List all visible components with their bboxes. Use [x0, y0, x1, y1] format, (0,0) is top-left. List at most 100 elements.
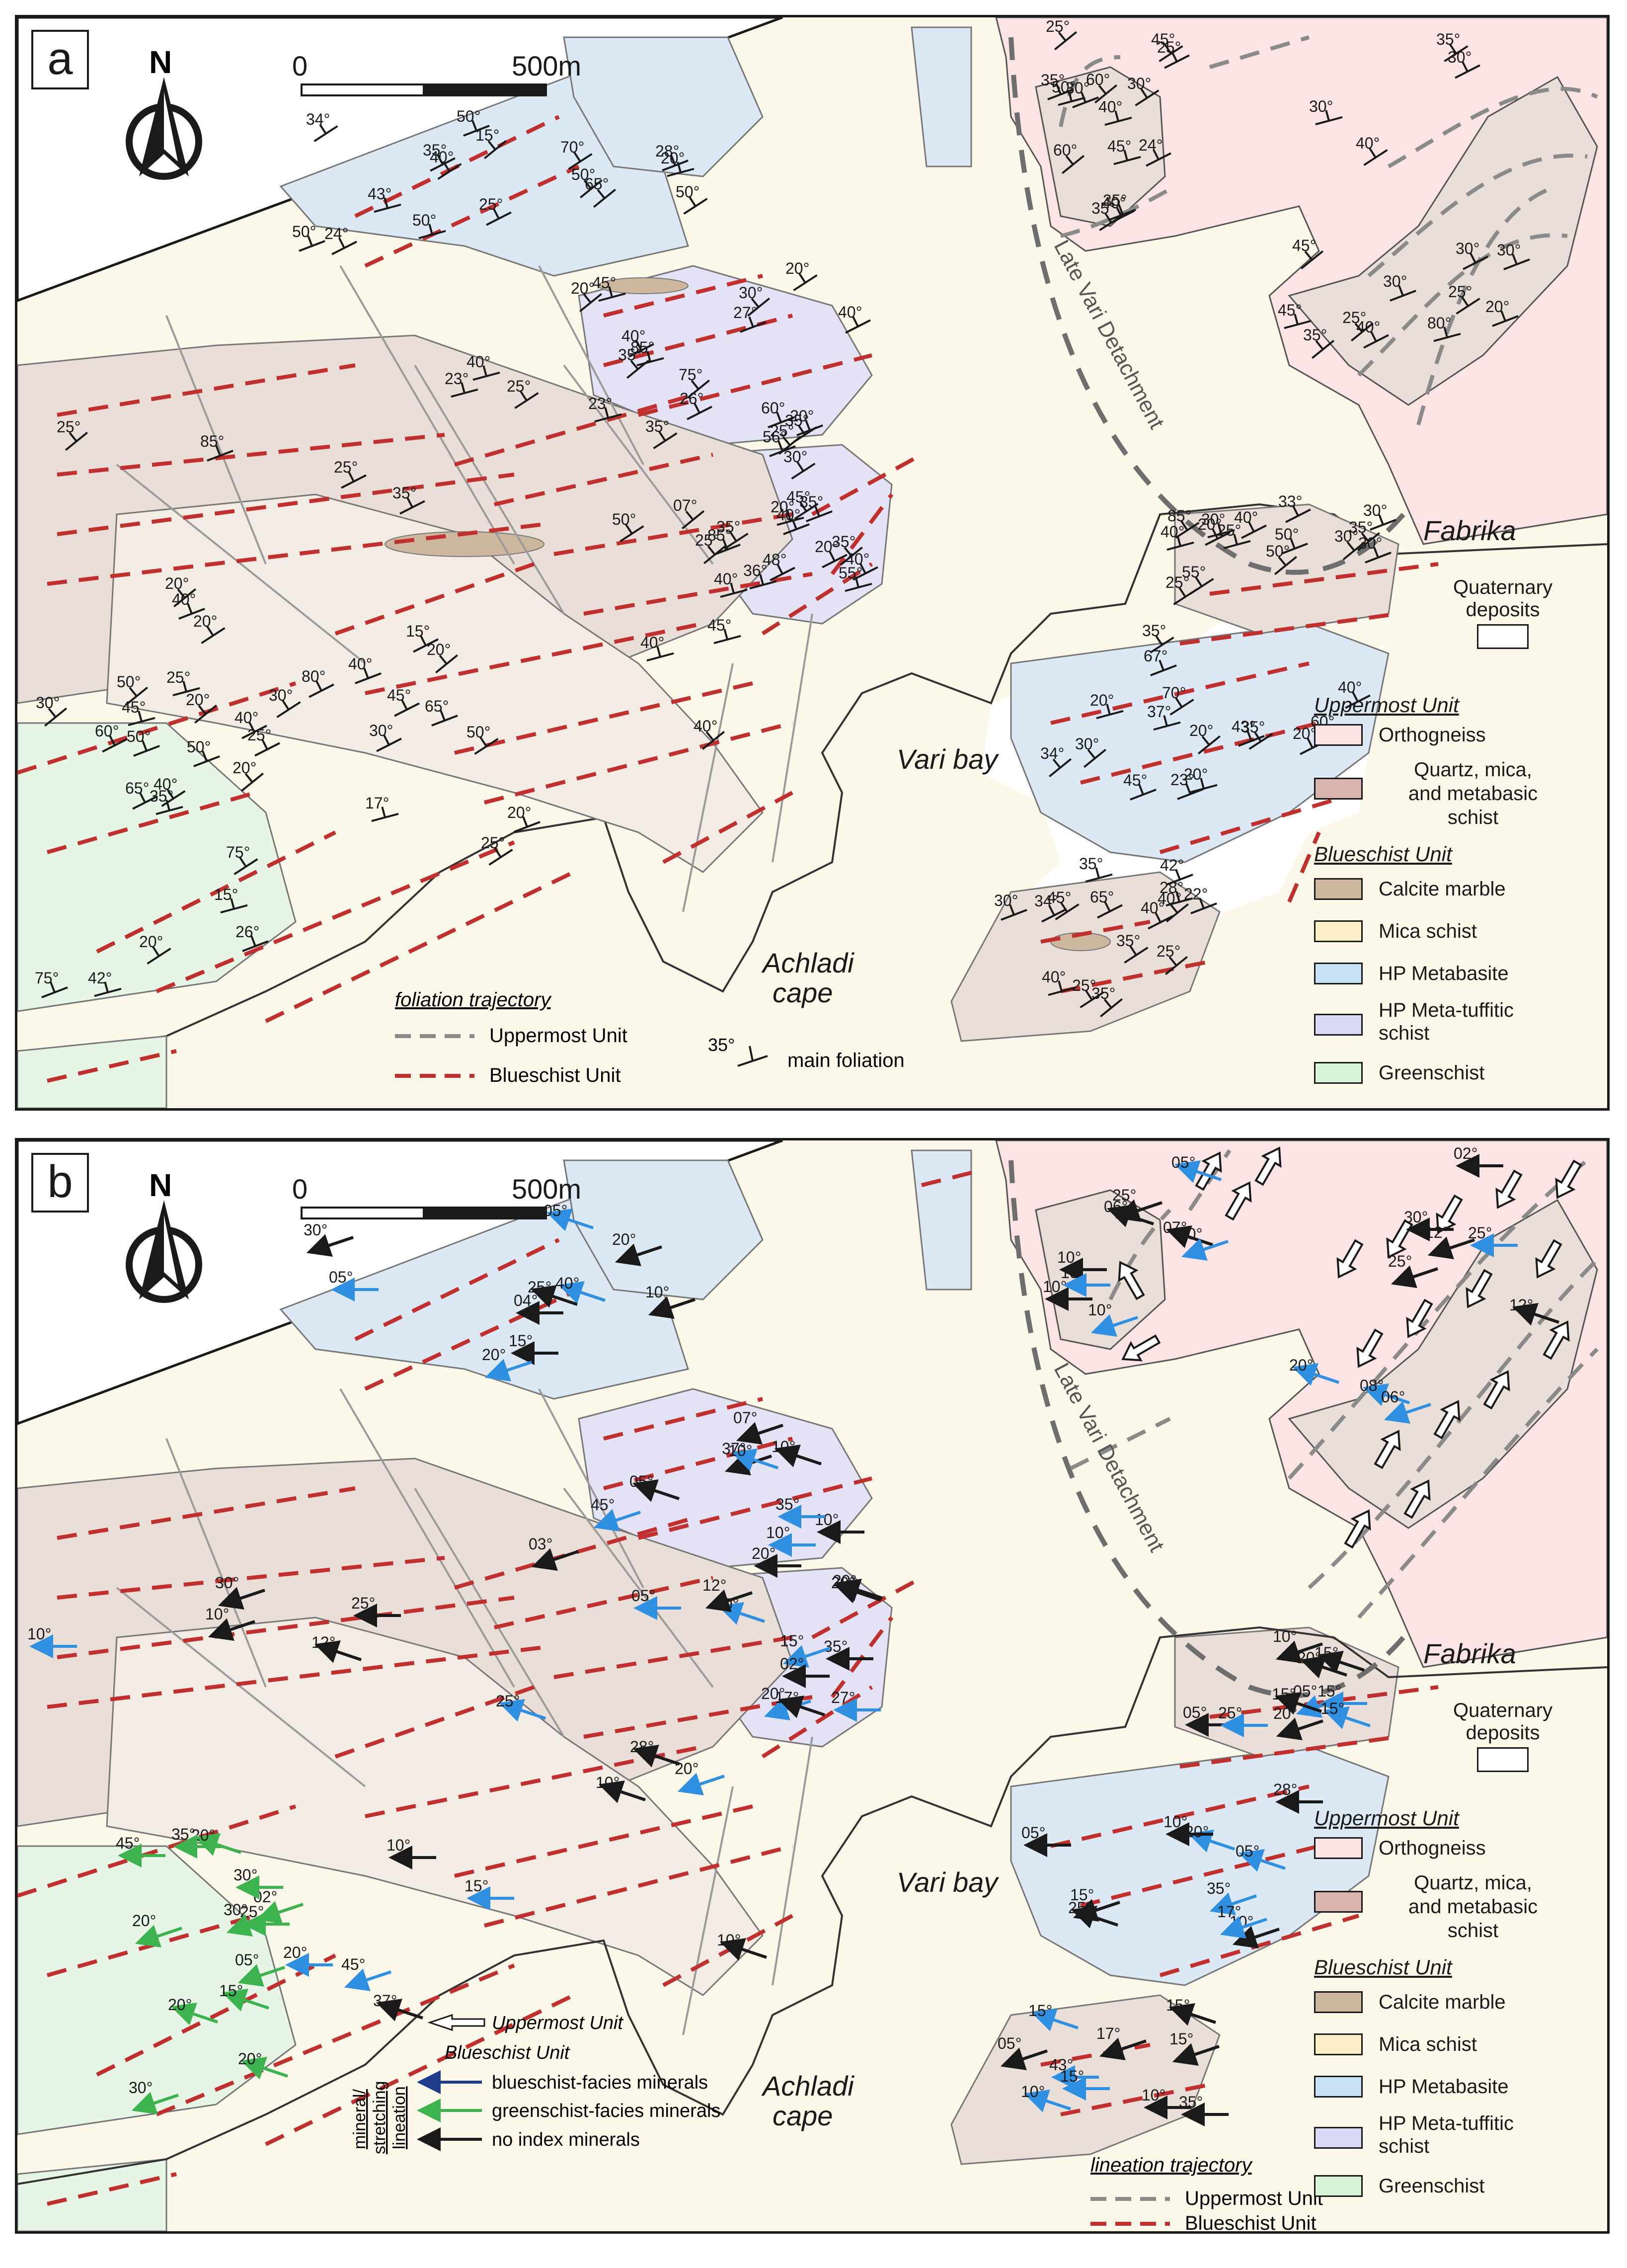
foliation-symbol: 30° [739, 284, 771, 317]
lineation-angle-label: 06° [1104, 1198, 1128, 1215]
foliation-symbol: 50° [292, 223, 325, 252]
foliation-symbol: 35° [1241, 718, 1273, 750]
lineation-arrow: 20° [132, 1912, 182, 1947]
foliation-angle-label: 30° [1358, 534, 1382, 552]
north-arrow-b: N [119, 1167, 209, 1314]
foliation-angle-label: 40° [838, 303, 862, 321]
foliation-angle-label: 20° [186, 691, 210, 709]
foliation-symbol: 26° [235, 923, 269, 952]
lineation-arrow: 15° [509, 1332, 558, 1365]
foliation-symbol-legend: 35° main foliation [708, 1035, 905, 1071]
lineation-angle-label: 45° [116, 1834, 140, 1852]
coastline [17, 503, 1607, 1062]
north-arrow: N [119, 44, 209, 191]
hollow-arrow [1356, 1328, 1384, 1368]
foliation-angle-label: 23° [1170, 771, 1194, 789]
foliation-symbol: 35° [832, 533, 863, 566]
lineation-arrow: 45° [591, 1496, 641, 1532]
foliation-angle-label: 35° [799, 493, 823, 511]
foliation-symbol: 60° [1053, 141, 1085, 174]
lineation-arrow: 20° [482, 1346, 532, 1381]
foliation-angle-label: 30° [369, 722, 393, 739]
hollow-arrow [1555, 1159, 1582, 1199]
lineation-arrow: 25° [1218, 1704, 1268, 1737]
foliation-symbol: 25° [695, 531, 727, 565]
hollow-arrow [1483, 1370, 1510, 1410]
lineation-arrow: 20° [283, 1944, 333, 1977]
foliation-angle-label: 85° [1167, 507, 1191, 525]
lineation-arrow: 10° [1061, 1264, 1110, 1297]
lineation-angle-label: 45° [591, 1496, 615, 1514]
foliation-symbol: 85° [200, 432, 233, 462]
foliation-symbol: 40° [640, 634, 674, 662]
foliation-angle-label: 30° [1334, 527, 1358, 545]
foliation-angle-label: 25° [247, 726, 271, 744]
lineation-angle-label: 10° [1061, 1264, 1085, 1282]
foliation-angle-label: 30° [1383, 272, 1407, 290]
lineation-angle-label: 10° [1142, 2086, 1165, 2104]
lineation-arrow: 35° [1207, 1879, 1257, 1915]
foliation-angle-label: 30° [1456, 240, 1479, 257]
scale-bar-b: 0 500m [288, 1168, 581, 1227]
foliation-angle-label: 35° [1349, 518, 1373, 536]
foliation-symbol: 30° [1358, 534, 1392, 564]
foliation-angle-label: 30° [1127, 75, 1151, 92]
lineation-arrow: 05° [329, 1268, 379, 1301]
foliation-symbol: 40° [1234, 508, 1267, 539]
lineation-arrow: 30° [304, 1221, 354, 1257]
foliation-angle-label: 45° [387, 686, 411, 704]
lineation-angle-label: 10° [1057, 1248, 1081, 1266]
foliation-symbol: 40° [694, 717, 725, 750]
lineation-angle-label: 30° [1404, 1208, 1428, 1226]
svg-text:Blueschist Unit: Blueschist Unit [1185, 2212, 1317, 2231]
lineation-arrow: 10° [1163, 1813, 1213, 1846]
foliation-angle-label: 17° [365, 794, 389, 812]
lineation-angle-label: 10° [27, 1625, 51, 1643]
lineation-arrow: 20° [612, 1230, 662, 1266]
foliation-symbol: 25° [1157, 38, 1190, 69]
foliation-symbol: 60° [1086, 71, 1118, 104]
lineation-arrow: 05° [1021, 1824, 1071, 1857]
panel-label-a: a [31, 30, 89, 89]
foliation-angle-label: 50° [127, 728, 151, 745]
lineation-arrow: 15° [1060, 2067, 1110, 2101]
foliation-angle-label: 42° [1160, 856, 1184, 874]
foliation-symbol: 35° [1303, 326, 1335, 359]
foliation-angle-label: 28° [1160, 879, 1183, 896]
lineation-arrow: 10° [815, 1511, 864, 1544]
foliation-symbol: 35° [785, 411, 817, 443]
foliation-angle-label: 25° [1342, 309, 1366, 326]
lineation-arrow: 30° [233, 1866, 283, 1899]
foliation-symbol: 25° [247, 726, 280, 757]
lineation-arrow: 28° [1273, 1781, 1323, 1814]
foliation-symbol: 42° [88, 969, 122, 997]
lineation-arrow: 20° [831, 1574, 881, 1604]
lineation-angle-label: 25° [1112, 1186, 1136, 1204]
lineation-arrow: 10° [387, 1836, 436, 1869]
lineation-arrow: 03° [529, 1535, 579, 1571]
foliation-angle-label: 42° [88, 969, 112, 987]
lineation-arrow: 05° [1236, 1842, 1286, 1872]
foliation-symbol: 50° [127, 728, 160, 757]
lineation-arrow: 35° [824, 1637, 873, 1671]
foliation-symbol: 30° [1334, 527, 1366, 561]
lineation-angle-label: 35° [824, 1637, 848, 1655]
lineation-legend: Uppermost Unit Blueschist Unit blueschis… [350, 2013, 720, 2154]
foliation-symbol: 25° [479, 195, 512, 226]
foliation-angle-label: 35° [1041, 71, 1065, 89]
lineation-arrow: 07° [733, 1409, 783, 1445]
hollow-arrow [1436, 1194, 1463, 1234]
lineation-angle-label: 25° [496, 1692, 520, 1710]
foliation-symbol: 20° [790, 407, 823, 436]
lineation-angle-label: 15° [1070, 1886, 1094, 1904]
foliation-symbol: 20° [815, 538, 848, 568]
foliation-symbol: 40° [1098, 98, 1132, 126]
foliation-angle-label: 40° [621, 327, 645, 345]
lineation-angle-label: 10° [766, 1524, 790, 1541]
lineation-angle-label: 10° [645, 1283, 669, 1301]
lineation-angle-label: 30° [233, 1866, 257, 1884]
foliation-symbol: 40° [1161, 523, 1194, 551]
lineation-arrow: 04° [514, 1292, 563, 1325]
foliation-symbol: 45° [1047, 889, 1080, 920]
foliation-angle-label: 50° [1266, 542, 1290, 560]
